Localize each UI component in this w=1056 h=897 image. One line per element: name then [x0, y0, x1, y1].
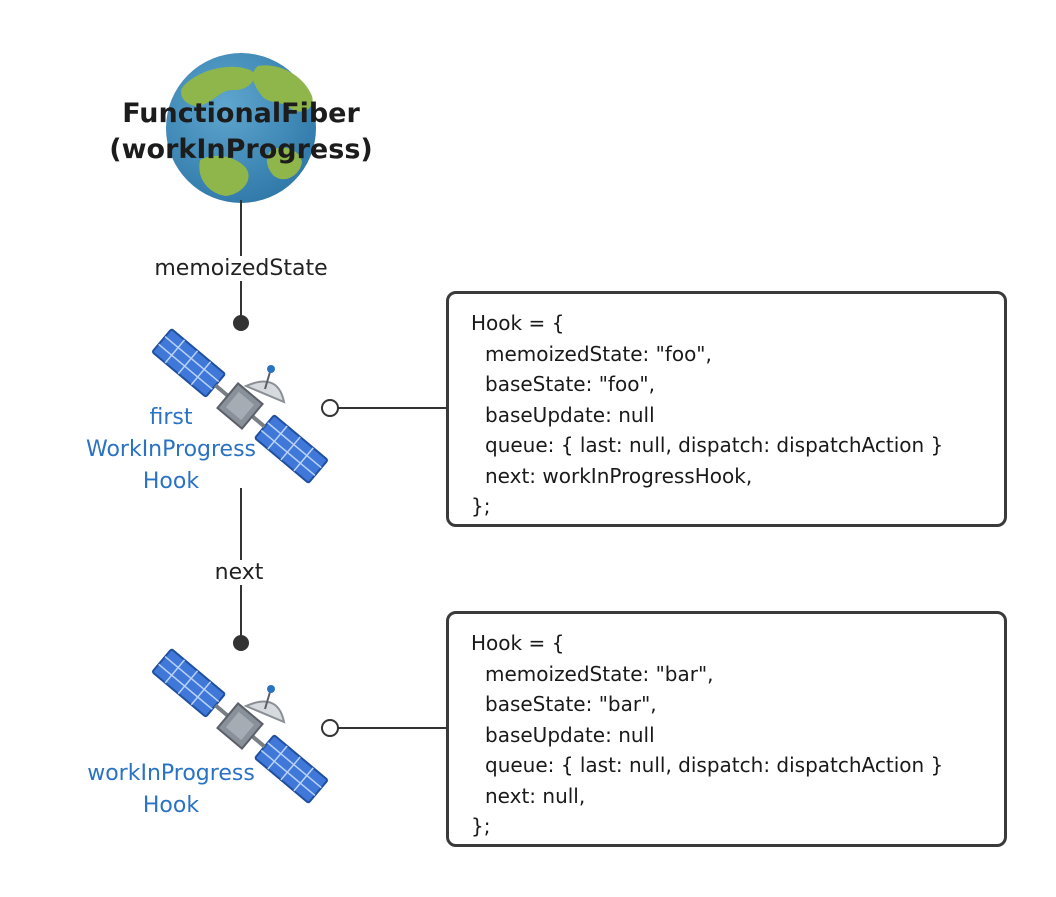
first-hook-label-line3: Hook: [142, 469, 200, 494]
first-hook-label: first WorkInProgress Hook: [56, 402, 286, 498]
first-hook-label-line2: WorkInProgress: [85, 437, 257, 462]
code-line: Hook = {: [471, 311, 565, 335]
next-arrowhead: [233, 635, 249, 651]
code-line: baseUpdate: null: [485, 722, 655, 747]
fiber-title-line1: FunctionalFiber: [122, 98, 360, 129]
first-hook-code-box: Hook = { memoizedState: "foo", baseState…: [446, 291, 1007, 527]
code-line: memoizedState: "foo",: [485, 341, 712, 366]
code-line: baseState: "bar",: [485, 692, 657, 716]
globe-icon: [166, 53, 316, 203]
hook2-box-connector-end: [321, 719, 339, 737]
wip-hook-label-line2: Hook: [142, 793, 200, 818]
fiber-title-line2: (workInProgress): [109, 134, 373, 165]
code-line: next: null,: [485, 783, 586, 808]
code-line: queue: { last: null, dispatch: dispatchA…: [485, 753, 944, 777]
code-line: };: [471, 494, 491, 518]
first-hook-label-line1: first: [149, 405, 193, 430]
wip-hook-code-box: Hook = { memoizedState: "bar", baseState…: [446, 611, 1007, 847]
code-line: memoizedState: "bar",: [485, 661, 714, 686]
memoized-state-edge-label: memoizedState: [141, 256, 341, 281]
code-line: Hook = {: [471, 631, 565, 655]
next-edge-label: next: [201, 560, 277, 585]
code-line: queue: { last: null, dispatch: dispatchA…: [485, 433, 944, 457]
code-line: next: workInProgressHook,: [485, 463, 753, 488]
wip-hook-label-line1: workInProgress: [87, 761, 255, 786]
code-line: baseState: "foo",: [485, 372, 655, 396]
code-line: };: [471, 814, 491, 838]
code-line: baseUpdate: null: [485, 402, 655, 427]
fiber-title: FunctionalFiber (workInProgress): [91, 96, 391, 168]
wip-hook-label: workInProgress Hook: [56, 758, 286, 822]
hook1-box-connector-end: [321, 399, 339, 417]
memoized-state-arrowhead: [233, 315, 249, 331]
